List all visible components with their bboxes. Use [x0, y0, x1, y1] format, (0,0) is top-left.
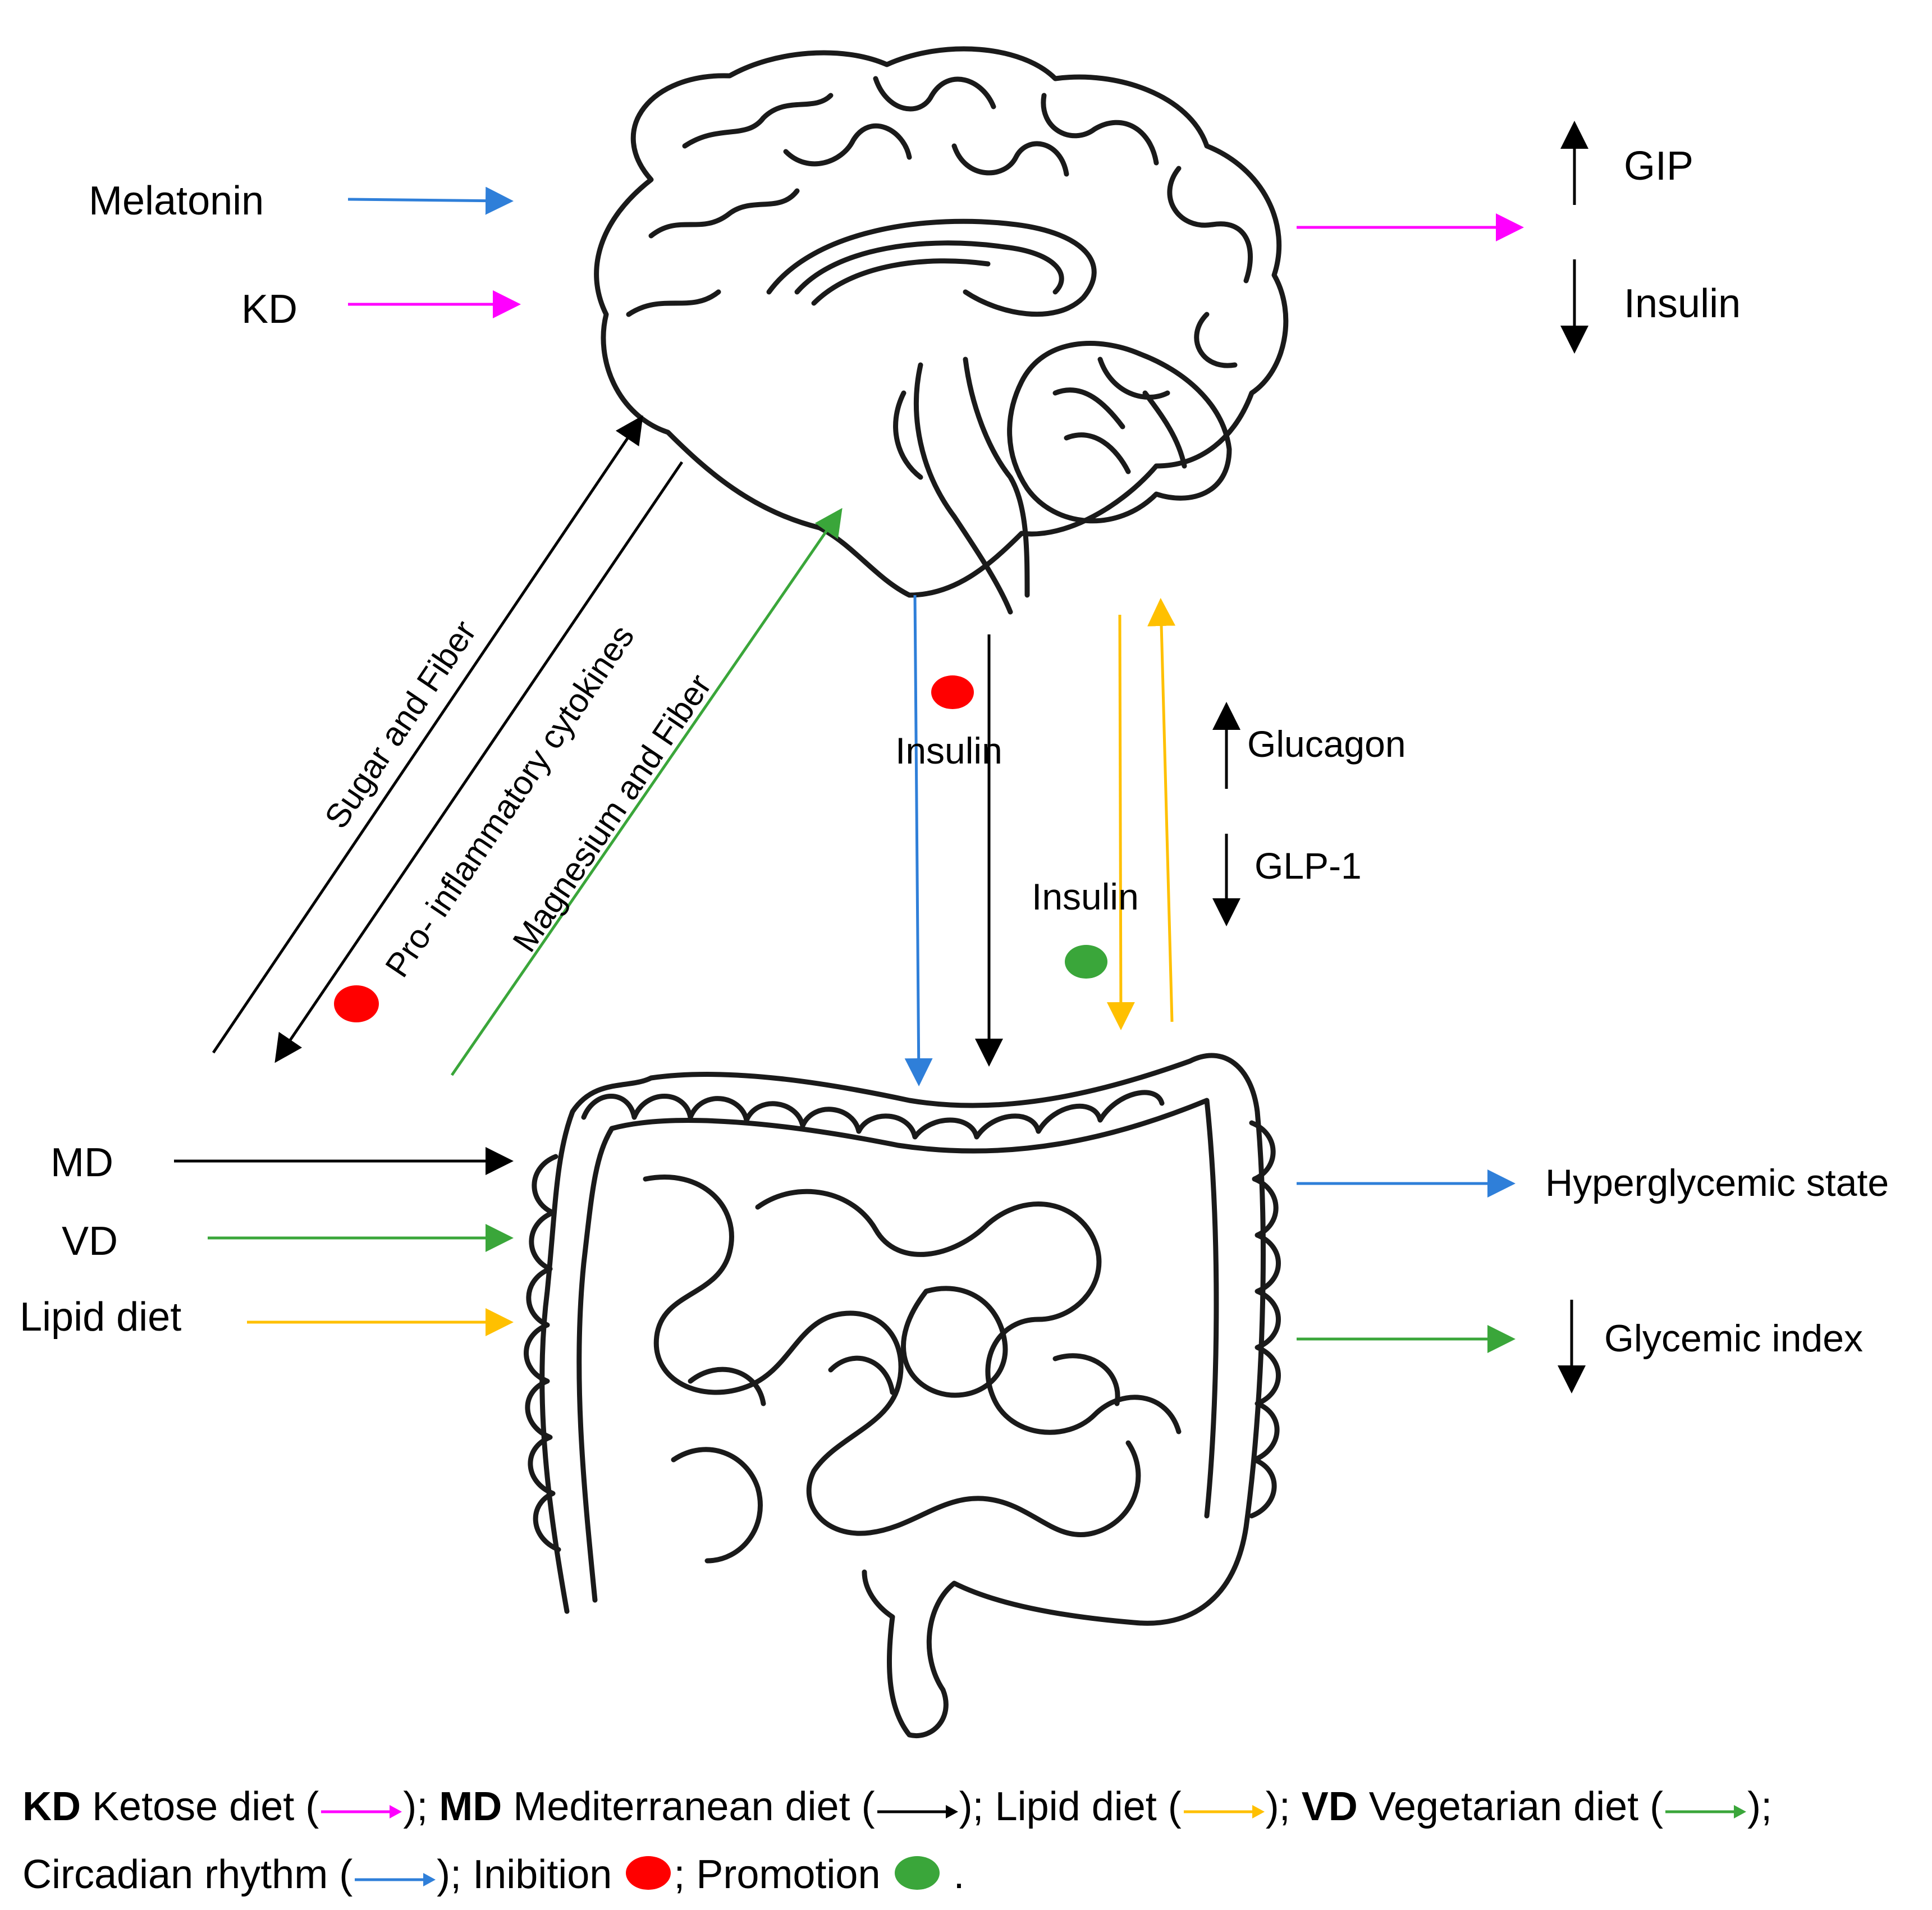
legend-lipid-swatch	[1182, 1777, 1266, 1842]
legend-sep5: ); Inibition	[437, 1852, 612, 1897]
kd-label: KD	[241, 287, 297, 332]
vd-label: VD	[62, 1219, 118, 1264]
legend-circadian-swatch	[352, 1845, 437, 1910]
arrows	[174, 121, 1588, 1393]
legend-sep1: );	[403, 1784, 439, 1829]
lipid-diet-label: Lipid diet	[20, 1295, 181, 1340]
brain-icon	[594, 46, 1289, 615]
inhibition-dot-icon	[931, 675, 974, 709]
intestine-icon	[524, 1053, 1281, 1738]
lipid-down-arrow	[1106, 614, 1135, 1030]
glp1-label: GLP-1	[1255, 845, 1362, 887]
inhibition-dot-icon	[334, 985, 379, 1022]
inhibition-dot-icon	[623, 1845, 674, 1910]
melatonin-label: Melatonin	[89, 179, 264, 223]
legend-md-text: Mediterranean diet (	[513, 1784, 875, 1829]
legend-sep4: ); Circadian rhythm (	[22, 1784, 1773, 1897]
legend: KD Ketose diet (); MD Mediterranean diet…	[22, 1774, 1908, 1910]
legend-mediterranean-swatch	[875, 1777, 959, 1842]
cytokines-arrow	[274, 461, 684, 1063]
glycemic-index-label: Glycemic index	[1604, 1317, 1863, 1360]
legend-sep6: ; Promotion	[674, 1852, 881, 1897]
promotion-dot-icon	[1065, 945, 1107, 979]
legend-kd-text: Ketose diet (	[92, 1784, 319, 1829]
legend-ketose-swatch	[319, 1777, 403, 1842]
hyperglycemic-label: Hyperglycemic state	[1545, 1162, 1889, 1204]
legend-kd-abbr: KD	[22, 1784, 81, 1829]
promotion-dot-icon	[892, 1845, 942, 1910]
gip-label: GIP	[1624, 144, 1693, 189]
glucagon-label: Glucagon	[1247, 723, 1406, 765]
magnesium-fiber-arrow	[450, 508, 843, 1076]
legend-sep2: ); Lipid diet (	[959, 1784, 1182, 1829]
legend-sep3: );	[1265, 1784, 1302, 1829]
insulin-promoted-label: Insulin	[1032, 876, 1139, 917]
legend-vd-text: Vegetarian diet (	[1368, 1784, 1664, 1829]
lipid-up-arrow	[1147, 598, 1176, 1022]
circadian-insulin-arrow	[904, 595, 933, 1086]
legend-vegetarian-swatch	[1663, 1777, 1747, 1842]
sugar-fiber-arrow	[212, 415, 643, 1054]
magnesium-fiber-label: Magnesium and Fiber	[505, 668, 718, 959]
insulin-inhibited-label: Insulin	[895, 730, 1002, 771]
melatonin-arrow	[347, 186, 514, 215]
md-label: MD	[51, 1140, 113, 1185]
legend-vd-abbr: VD	[1301, 1784, 1358, 1829]
sugar-fiber-label: Sugar and Fiber	[317, 614, 483, 835]
legend-md-abbr: MD	[439, 1784, 502, 1829]
legend-end: .	[953, 1852, 965, 1897]
insulin-output-label: Insulin	[1624, 281, 1741, 326]
